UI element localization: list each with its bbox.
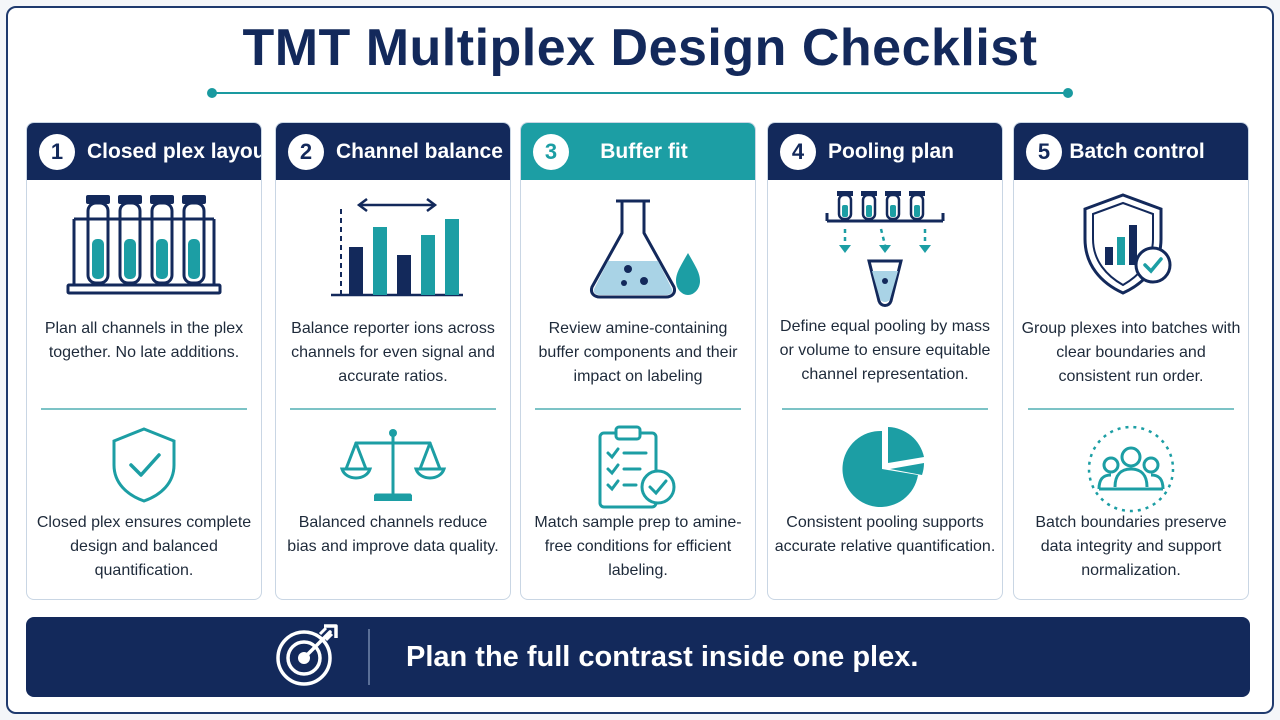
card-description: Define equal pooling by mass or volume t… [779, 318, 991, 383]
card-divider [1028, 408, 1234, 410]
step-number: 3 [533, 133, 569, 170]
balance-scale-icon [276, 423, 510, 513]
card-divider [41, 408, 247, 410]
page-title: TMT Multiplex Design Checklist [242, 19, 1038, 77]
card-benefit: Batch boundaries preserve data integrity… [1035, 514, 1227, 579]
card-divider [782, 408, 988, 410]
step-number: 2 [288, 133, 324, 170]
clipboard-check-icon [521, 423, 755, 513]
pooling-tubes-icon [768, 189, 1002, 309]
summary-banner: Plan the full contrast inside one plex. [26, 617, 1250, 697]
card-description: Group plexes into batches with clear bou… [1021, 320, 1241, 385]
title-underline [207, 88, 1073, 98]
card-buffer-fit: 3 Buffer fit Review amine-containing buf… [520, 122, 756, 600]
banner-message: Plan the full contrast inside one plex. [406, 640, 919, 673]
card-benefit: Match sample prep to amine-free conditio… [534, 514, 742, 579]
underline-dot-left [207, 88, 217, 98]
card-closed-plex-layout: 1 Closed plex layout [26, 122, 262, 600]
step-number: 5 [1026, 133, 1062, 170]
underline-dot-right [1063, 88, 1073, 98]
step-number: 1 [39, 133, 75, 170]
card-header: 2 Channel balance [276, 123, 510, 180]
target-arrow-icon [274, 622, 340, 693]
banner-separator [368, 629, 370, 685]
shield-check-icon [27, 423, 261, 513]
group-people-icon [1014, 423, 1248, 513]
card-title: Channel balance [336, 139, 503, 163]
card-divider [535, 408, 741, 410]
bar-chart-icon [276, 189, 510, 309]
shield-chart-check-icon [1014, 189, 1248, 309]
card-title: Closed plex layout [87, 139, 262, 163]
card-divider [290, 408, 496, 410]
flask-drop-icon [521, 189, 755, 309]
card-description: Balance reporter ions across channels fo… [291, 320, 495, 385]
card-header: 3 Buffer fit [521, 123, 755, 180]
card-title: Pooling plan [828, 139, 954, 163]
card-header: 1 Closed plex layout [27, 123, 261, 180]
pie-chart-icon [768, 423, 1002, 513]
card-channel-balance: 2 Channel balance Balance reporter ions … [275, 122, 511, 600]
card-header: 5 Batch control [1014, 123, 1248, 180]
card-batch-control: 5 Batch control Group plexes into batche… [1013, 122, 1249, 600]
test-tube-rack-icon [27, 189, 261, 309]
card-pooling-plan: 4 Pooling plan [767, 122, 1003, 600]
card-benefit: Balanced channels reduce bias and improv… [287, 514, 499, 555]
card-title: Batch control [1069, 139, 1205, 163]
card-description: Plan all channels in the plex together. … [44, 320, 244, 361]
card-header: 4 Pooling plan [768, 123, 1002, 180]
card-benefit: Consistent pooling supports accurate rel… [774, 514, 996, 555]
card-benefit: Closed plex ensures complete design and … [36, 514, 252, 579]
card-description: Review amine-containing buffer component… [538, 320, 738, 385]
step-number: 4 [780, 133, 816, 170]
card-title: Buffer fit [600, 139, 688, 163]
